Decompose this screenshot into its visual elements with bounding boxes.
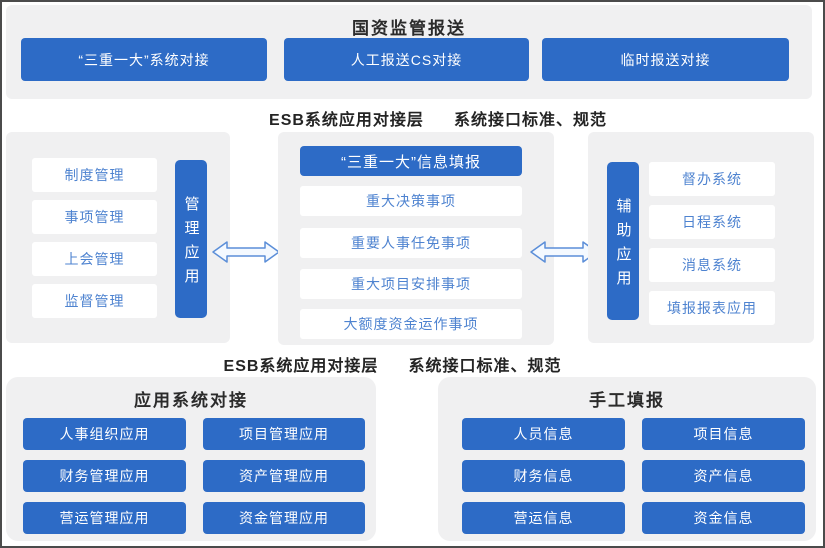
double-arrow-left-icon xyxy=(212,241,280,263)
esb-layer-name: ESB系统应用对接层 xyxy=(269,112,424,129)
button-project-info[interactable]: 项目信息 xyxy=(642,418,805,450)
auxiliary-apps-panel: 辅助应用 督办系统 日程系统 消息系统 填报报表应用 xyxy=(588,132,814,343)
button-finance-info[interactable]: 财务信息 xyxy=(462,460,625,492)
button-personnel-info[interactable]: 人员信息 xyxy=(462,418,625,450)
card-meeting-management[interactable]: 上会管理 xyxy=(32,242,157,276)
top-section-title: 国资监管报送 xyxy=(352,19,466,38)
button-finance-management-app[interactable]: 财务管理应用 xyxy=(23,460,186,492)
button-hr-organization-app[interactable]: 人事组织应用 xyxy=(23,418,186,450)
esb-interface-standard: 系统接口标准、规范 xyxy=(408,358,562,375)
esb-layer-label-lower: ESB系统应用对接层 系统接口标准、规范 xyxy=(2,352,783,376)
button-operation-info[interactable]: 营运信息 xyxy=(462,502,625,534)
auxiliary-apps-vertical-label: 辅助应用 xyxy=(607,162,639,320)
card-matter-management[interactable]: 事项管理 xyxy=(32,200,157,234)
top-section-panel: 国资监管报送 “三重一大”系统对接 人工报送CS对接 临时报送对接 xyxy=(6,5,812,99)
button-operation-management-app[interactable]: 营运管理应用 xyxy=(23,502,186,534)
button-sanzhongyida-system-integration[interactable]: “三重一大”系统对接 xyxy=(21,38,267,81)
management-apps-vertical-label: 管理应用 xyxy=(175,160,207,318)
card-message-system[interactable]: 消息系统 xyxy=(649,248,775,282)
esb-interface-standard: 系统接口标准、规范 xyxy=(453,112,607,129)
button-sanzhongyida-info-filling[interactable]: “三重一大”信息填报 xyxy=(300,146,522,176)
card-major-decision-matters[interactable]: 重大决策事项 xyxy=(300,186,522,216)
card-personnel-appointment-matters[interactable]: 重要人事任免事项 xyxy=(300,228,522,258)
button-temporary-reporting[interactable]: 临时报送对接 xyxy=(542,38,789,81)
manual-filling-panel: 手工填报 人员信息 项目信息 财务信息 资产信息 营运信息 资金信息 xyxy=(438,377,816,541)
information-filling-panel: “三重一大”信息填报 重大决策事项 重要人事任免事项 重大项目安排事项 大额度资… xyxy=(278,132,554,345)
card-large-fund-operation-matters[interactable]: 大额度资金运作事项 xyxy=(300,309,522,339)
card-major-project-matters[interactable]: 重大项目安排事项 xyxy=(300,269,522,299)
card-regulation-management[interactable]: 制度管理 xyxy=(32,158,157,192)
button-asset-management-app[interactable]: 资产管理应用 xyxy=(203,460,365,492)
button-project-management-app[interactable]: 项目管理应用 xyxy=(203,418,365,450)
management-apps-panel: 制度管理 事项管理 上会管理 监督管理 管理应用 xyxy=(6,132,230,343)
button-fund-management-app[interactable]: 资金管理应用 xyxy=(203,502,365,534)
button-fund-info[interactable]: 资金信息 xyxy=(642,502,805,534)
card-supervision-system[interactable]: 督办系统 xyxy=(649,162,775,196)
esb-layer-name: ESB系统应用对接层 xyxy=(223,358,379,375)
application-integration-title: 应用系统对接 xyxy=(134,391,248,410)
manual-filling-title: 手工填报 xyxy=(589,391,665,410)
card-report-form-app[interactable]: 填报报表应用 xyxy=(649,291,775,325)
button-asset-info[interactable]: 资产信息 xyxy=(642,460,805,492)
button-manual-cs-reporting[interactable]: 人工报送CS对接 xyxy=(284,38,529,81)
card-supervision-management[interactable]: 监督管理 xyxy=(32,284,157,318)
card-schedule-system[interactable]: 日程系统 xyxy=(649,205,775,239)
esb-layer-label-upper: ESB系统应用对接层 系统接口标准、规范 xyxy=(53,106,823,130)
application-integration-panel: 应用系统对接 人事组织应用 项目管理应用 财务管理应用 资产管理应用 营运管理应… xyxy=(6,377,376,541)
